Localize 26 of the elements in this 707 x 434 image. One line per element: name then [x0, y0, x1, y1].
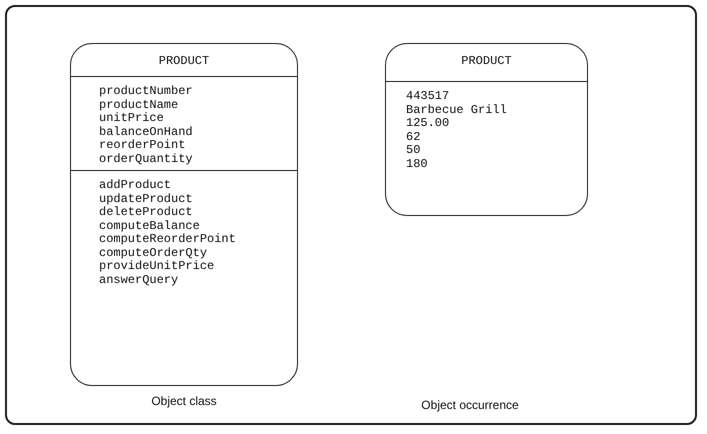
caption: Object occurrence	[421, 398, 519, 412]
attribute-value: 180	[406, 158, 428, 171]
attribute-name: balanceOnHand	[99, 126, 193, 139]
attribute-name: orderQuantity	[99, 152, 193, 166]
attribute-value: 443517	[406, 90, 450, 104]
object-box	[70, 43, 298, 386]
operation-name: deleteProduct	[99, 206, 193, 220]
attribute-value: 62	[406, 130, 420, 144]
attribute-name: reorderPoint	[99, 139, 186, 152]
attribute-name: unitPrice	[99, 112, 164, 126]
attribute-value: 125.00	[406, 117, 450, 130]
operation-name: updateProduct	[99, 192, 193, 206]
caption: Object class	[151, 394, 217, 408]
operation-name: answerQuery	[99, 274, 178, 287]
attribute-name: productName	[99, 98, 178, 112]
attribute-value: 50	[406, 144, 420, 158]
operation-name: addProduct	[99, 179, 172, 192]
object-box	[385, 43, 588, 216]
class-name: PRODUCT	[460, 55, 513, 68]
class-name: PRODUCT	[158, 55, 210, 68]
operation-name: computeReorderPoint	[99, 233, 236, 246]
attribute-value: Barbecue Grill	[406, 104, 507, 117]
operation-name: computeOrderQty	[99, 246, 208, 260]
operation-name: computeBalance	[99, 220, 200, 233]
attribute-name: productNumber	[99, 85, 193, 98]
operation-name: provideUnitPrice	[99, 260, 214, 274]
